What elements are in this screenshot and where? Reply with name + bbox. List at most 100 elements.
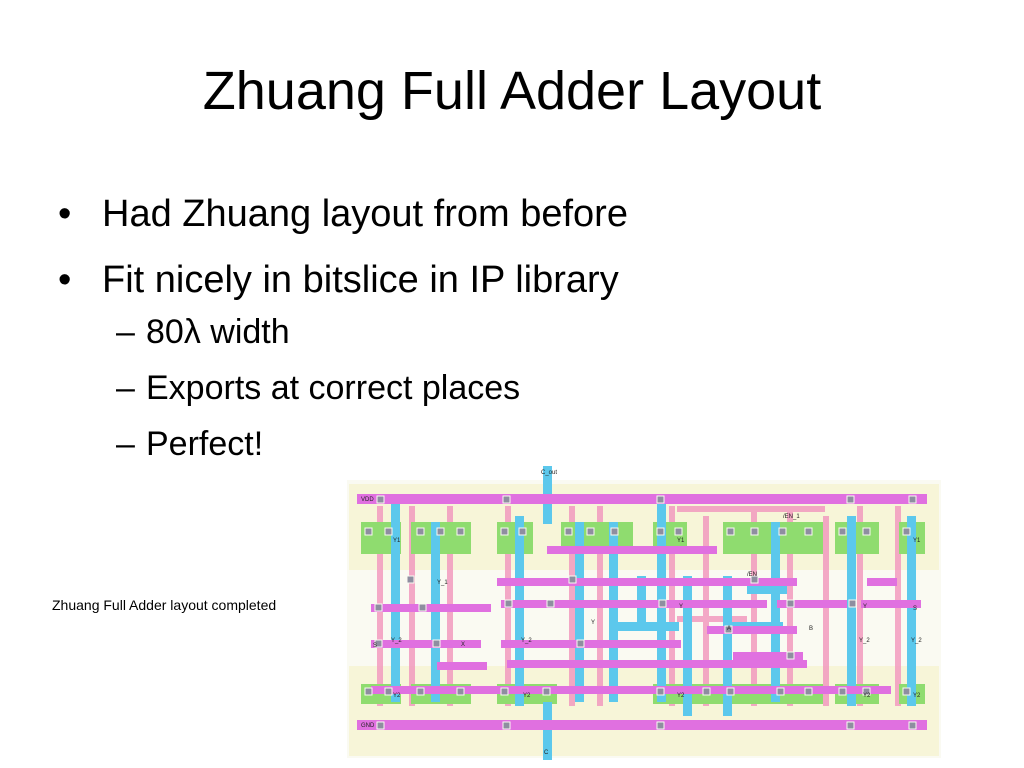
poly-line [857,506,863,706]
bullet-text: Fit nicely in bitslice in IP library [102,259,619,301]
label-y-2: Y_2 [391,638,402,644]
bullet-list: • Had Zhuang layout from before • Fit ni… [58,192,628,480]
label-y: Y [679,604,683,610]
contact [786,651,795,660]
subbullet-marker: – [116,369,135,407]
contact [546,599,555,608]
contact [418,603,427,612]
label-y-2: Y_2 [859,638,870,644]
label-a: A [727,626,731,632]
metal1-wire [371,640,481,648]
metal2-line [575,522,584,702]
contact [610,527,619,536]
label-y2: Y2 [393,693,401,699]
label-y2: Y2 [523,693,531,699]
contact [750,575,759,584]
metal2-line [847,516,856,706]
pdiff-region [835,522,879,554]
contact [568,575,577,584]
label-y1: Y1 [913,538,921,544]
contact [750,527,759,536]
contact [500,687,509,696]
metal2-line [907,516,916,706]
bullet-item: • Had Zhuang layout from before [58,192,628,236]
contact [804,527,813,536]
subbullet-text: 80λ width [146,313,290,351]
contact [902,527,911,536]
label-y-2: Y_2 [521,638,532,644]
contact [656,495,665,504]
contact [456,687,465,696]
contact [862,687,871,696]
metal1-wire [777,600,847,608]
contact [726,527,735,536]
subbullet-item: –Perfect! [116,424,628,464]
contact [542,687,551,696]
contact [838,527,847,536]
label-en: /EN [747,572,757,578]
contact [702,687,711,696]
contact [724,625,733,634]
label-y-2: Y_2 [911,638,922,644]
contact [908,495,917,504]
contact [586,527,595,536]
bullet-marker: • [58,193,72,235]
label-y: Y [591,620,595,626]
metal1-wire [861,600,921,608]
label-y1: Y1 [393,538,401,544]
slide-title: Zhuang Full Adder Layout [202,61,822,121]
poly-frame [677,506,825,512]
contact [376,721,385,730]
metal2-line [609,522,618,702]
contact [500,527,509,536]
label-y1: Y1 [677,538,685,544]
contact [502,495,511,504]
label-c: C [544,750,549,756]
label-vdd: VDD [361,497,374,503]
metal2-line [543,702,552,760]
label-x: X [461,642,465,648]
metal2-line [391,502,400,702]
contact [656,721,665,730]
contact [504,599,513,608]
metal1-wire [501,640,681,648]
subbullet-marker: – [116,313,135,351]
contact [776,687,785,696]
metal1-wire [687,600,767,608]
metal2-line [723,576,732,716]
contact [518,527,527,536]
label-y2: Y2 [677,693,685,699]
contact [838,687,847,696]
bullet-marker: • [58,259,72,301]
metal1-wire [371,686,891,694]
contact [656,687,665,696]
vdd-rail [357,494,927,504]
contact [456,527,465,536]
contact [658,599,667,608]
label-b: B [809,626,813,632]
metal2-line [771,522,780,702]
metal2-wire [747,586,787,594]
label-y-1: Y_1 [437,580,448,586]
label-s: S [913,606,917,612]
metal2-line [683,576,692,716]
contact [432,639,441,648]
label-y2: Y2 [913,693,921,699]
full-adder-layout-image: C_out VDD GND C Y1 Y1 Y1 /EN_1 /EN Y_1 Y… [347,466,941,760]
contact [846,721,855,730]
metal1-wire [867,578,897,586]
label-y: Y [863,604,867,610]
poly-line [823,516,829,706]
metal1-wire [437,662,487,670]
contact [726,687,735,696]
metal1-wire [507,660,807,668]
poly-frame [677,616,747,622]
figure-caption: Zhuang Full Adder layout completed [52,597,277,613]
contact [786,599,795,608]
contact [846,495,855,504]
contact [908,721,917,730]
subbullet-text: Exports at correct places [146,369,521,407]
contact [576,639,585,648]
bullet-item: • Fit nicely in bitslice in IP library [58,258,628,302]
subbullet-item: –Exports at correct places [116,368,628,408]
